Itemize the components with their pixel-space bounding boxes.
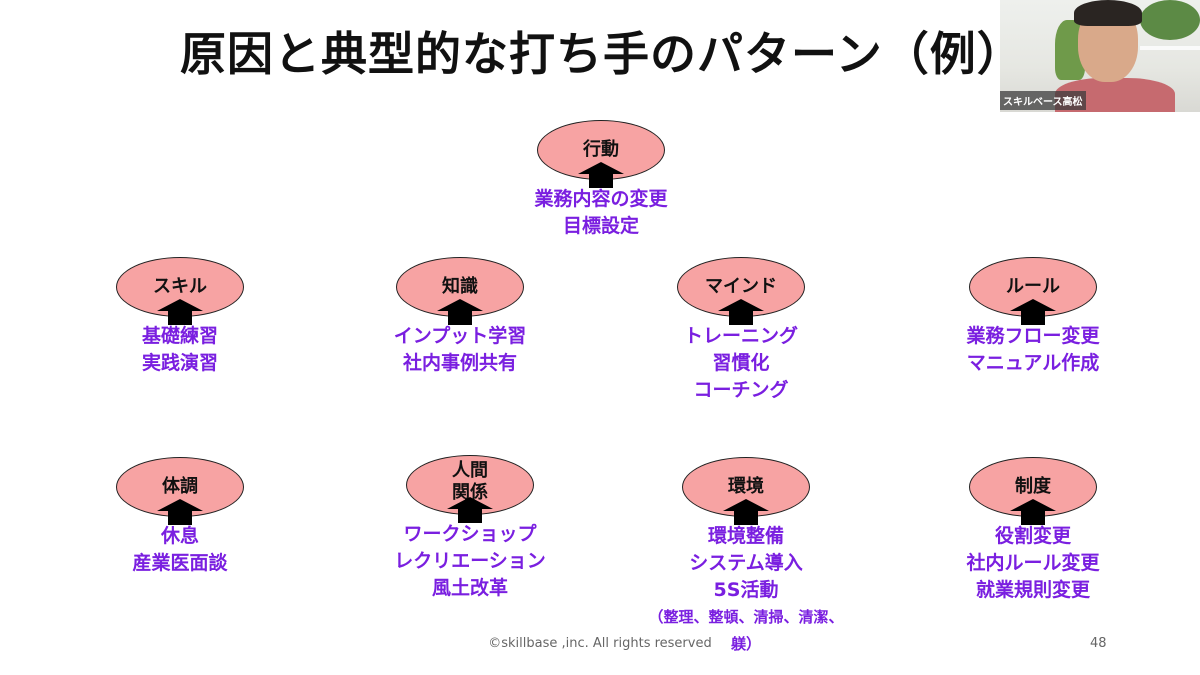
arrow-up-icon: [723, 499, 769, 525]
countermeasure-item: 環境整備: [707, 525, 784, 547]
arrow-up-icon: [157, 499, 203, 525]
cause-node: マインドトレーニング習慣化コーチング: [641, 257, 841, 404]
arrow-up-icon: [1010, 499, 1056, 525]
countermeasure-item: 習慣化: [712, 352, 770, 374]
countermeasure-item: 休息: [160, 525, 199, 547]
cause-node: 知識インプット学習社内事例共有: [360, 257, 560, 377]
countermeasure-note: （整理、整頓、清掃、清潔、躾）: [648, 608, 844, 653]
countermeasure-item: 社内ルール変更: [966, 552, 1100, 574]
copyright-footer: ©skillbase ,inc. All rights reserved: [488, 636, 712, 651]
countermeasure-item: ワークショップ: [403, 523, 537, 545]
countermeasure-item: 基礎練習: [141, 325, 218, 347]
shelf-decor: [1140, 46, 1200, 50]
cause-node: 行動業務内容の変更目標設定: [501, 120, 701, 240]
participant-video[interactable]: スキルベース高松: [1000, 0, 1200, 112]
countermeasure-item: 就業規則変更: [975, 579, 1090, 601]
plant-decor: [1140, 0, 1200, 40]
arrow-up-icon: [437, 299, 483, 325]
cause-node: スキル基礎練習実践演習: [80, 257, 280, 377]
page-number: 48: [1090, 636, 1107, 651]
countermeasure-item: 5S活動: [713, 579, 779, 601]
arrow-up-icon: [157, 299, 203, 325]
participant-name: スキルベース高松: [1000, 91, 1086, 110]
countermeasure-item: 業務内容の変更: [534, 188, 668, 210]
countermeasure-item: 風土改革: [431, 577, 508, 599]
participant-hair: [1074, 0, 1142, 26]
countermeasure-item: 目標設定: [562, 215, 639, 237]
countermeasure-item: マニュアル作成: [966, 352, 1100, 374]
countermeasure-item: インプット学習: [393, 325, 527, 347]
countermeasure-item: 社内事例共有: [402, 352, 517, 374]
countermeasure-item: 役割変更: [994, 525, 1071, 547]
countermeasure-item: トレーニング: [683, 325, 798, 347]
cause-node: 人間関係ワークショップレクリエーション風土改革: [370, 455, 570, 602]
cause-node: 制度役割変更社内ルール変更就業規則変更: [933, 457, 1133, 604]
arrow-up-icon: [718, 299, 764, 325]
slide-title: 原因と典型的な打ち手のパターン（例）: [180, 27, 1024, 81]
arrow-up-icon: [578, 162, 624, 188]
countermeasure-item: 業務フロー変更: [966, 325, 1100, 347]
countermeasure-item: 実践演習: [141, 352, 218, 374]
cause-label: 人間: [452, 460, 488, 481]
cause-node: 体調休息産業医面談: [80, 457, 280, 577]
countermeasure-item: レクリエーション: [394, 550, 546, 572]
cause-node: ルール業務フロー変更マニュアル作成: [933, 257, 1133, 377]
countermeasure-item: コーチング: [693, 379, 789, 401]
countermeasure-item: 産業医面談: [132, 552, 228, 574]
countermeasure-item: システム導入: [689, 552, 803, 574]
arrow-up-icon: [1010, 299, 1056, 325]
arrow-up-icon: [447, 497, 493, 523]
